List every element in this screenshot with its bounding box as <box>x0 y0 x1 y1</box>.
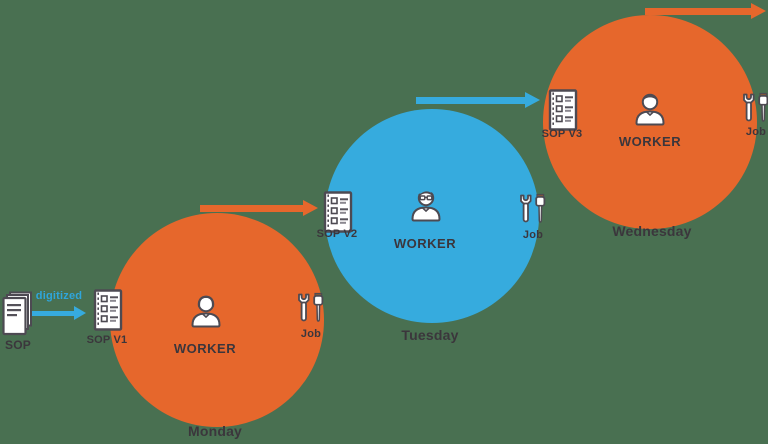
tuesday-worker-label: WORKER <box>393 236 457 251</box>
wednesday-job-label: Job <box>745 126 767 138</box>
monday-worker-label: WORKER <box>173 341 237 356</box>
sop-source-label: SOP <box>5 338 31 352</box>
worker-avatar-male-icon <box>630 90 670 128</box>
worker-avatar-female-icon <box>186 292 226 330</box>
digitized-label: digitized <box>35 290 83 302</box>
job-tools-icon <box>741 92 768 126</box>
arrow-shaft <box>645 7 751 15</box>
worker-avatar-glasses-icon <box>406 186 446 224</box>
arrow-shaft <box>416 96 525 104</box>
digitize-arrow <box>30 306 86 320</box>
tuesday-to-sopv3-arrow <box>416 92 540 108</box>
monday-job-label: Job <box>300 328 322 340</box>
arrow-shaft <box>200 204 303 212</box>
tuesday-job-label: Job <box>522 229 544 241</box>
job-tools-icon <box>518 193 548 227</box>
sop-v1-label: SOP V1 <box>86 334 128 346</box>
wednesday-worker-label: WORKER <box>618 134 682 149</box>
wednesday-day-label: Wednesday <box>612 223 692 239</box>
sop-v2-label: SOP V2 <box>316 228 358 240</box>
digitize-arrow-shaft <box>30 310 74 316</box>
arrow-head-icon <box>303 200 318 216</box>
sop-v2-checklist-icon <box>321 191 353 233</box>
job-tools-icon <box>296 292 326 326</box>
sop-v3-label: SOP V3 <box>541 128 583 140</box>
arrow-head-icon <box>751 3 766 19</box>
monday-to-sopv2-arrow <box>200 200 318 216</box>
tuesday-day-label: Tuesday <box>401 327 459 343</box>
digitize-arrow-head-icon <box>74 306 86 320</box>
sop-v1-checklist-icon <box>91 289 123 331</box>
sop-v3-checklist-icon <box>546 89 578 131</box>
monday-day-label: Monday <box>187 423 243 439</box>
wednesday-outgoing-arrow <box>645 3 766 19</box>
arrow-head-icon <box>525 92 540 108</box>
